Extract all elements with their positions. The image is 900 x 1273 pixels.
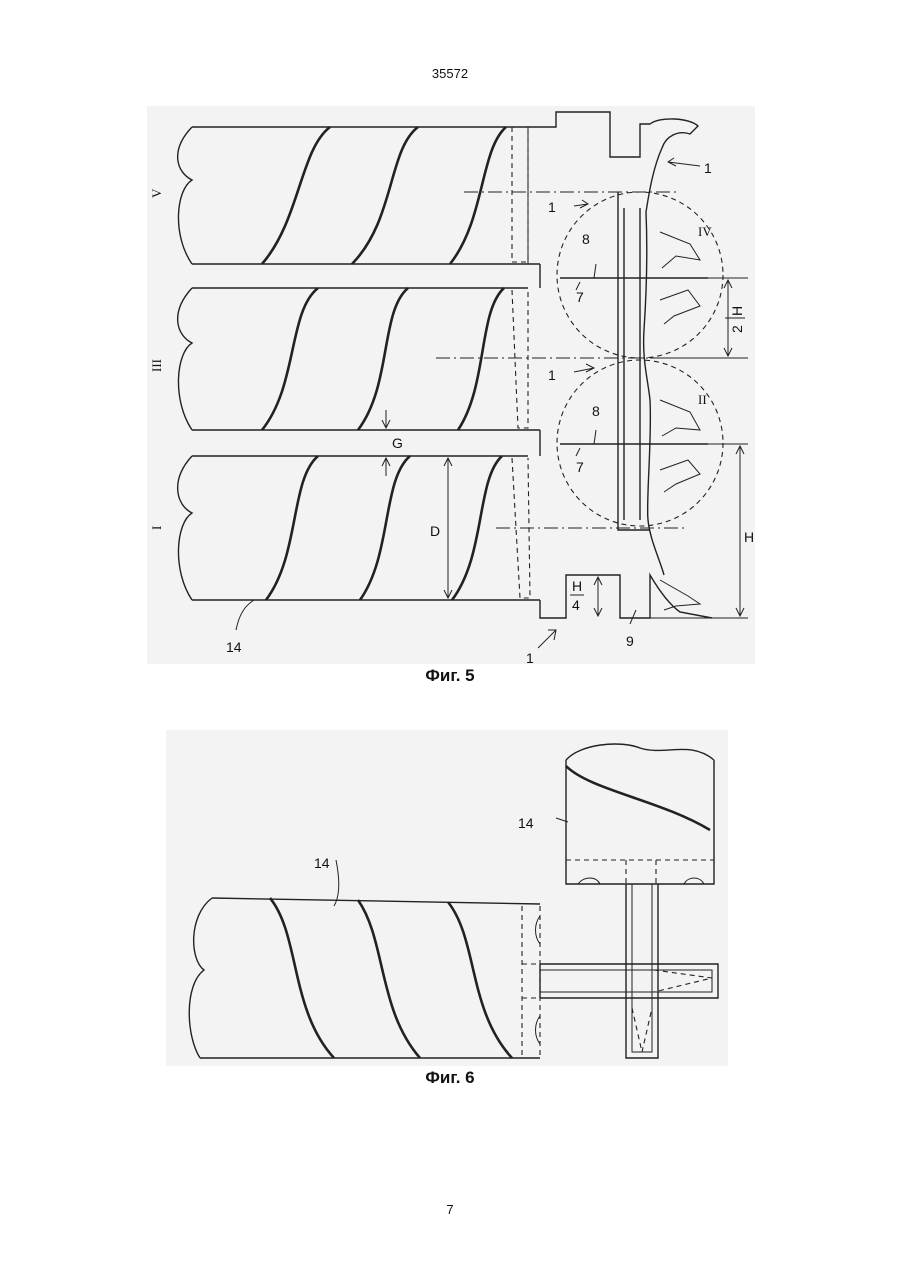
figure-6-caption: Фиг. 6 xyxy=(0,1068,900,1088)
page-number: 7 xyxy=(0,1202,900,1217)
vertical-shaft xyxy=(626,884,658,1058)
horizontal-cylinder xyxy=(189,898,540,1058)
ref-14-label: 14 xyxy=(314,855,330,871)
horizontal-shaft xyxy=(540,964,718,998)
ref-14-label: 14 xyxy=(518,815,534,831)
vertical-cylinder xyxy=(566,744,714,884)
